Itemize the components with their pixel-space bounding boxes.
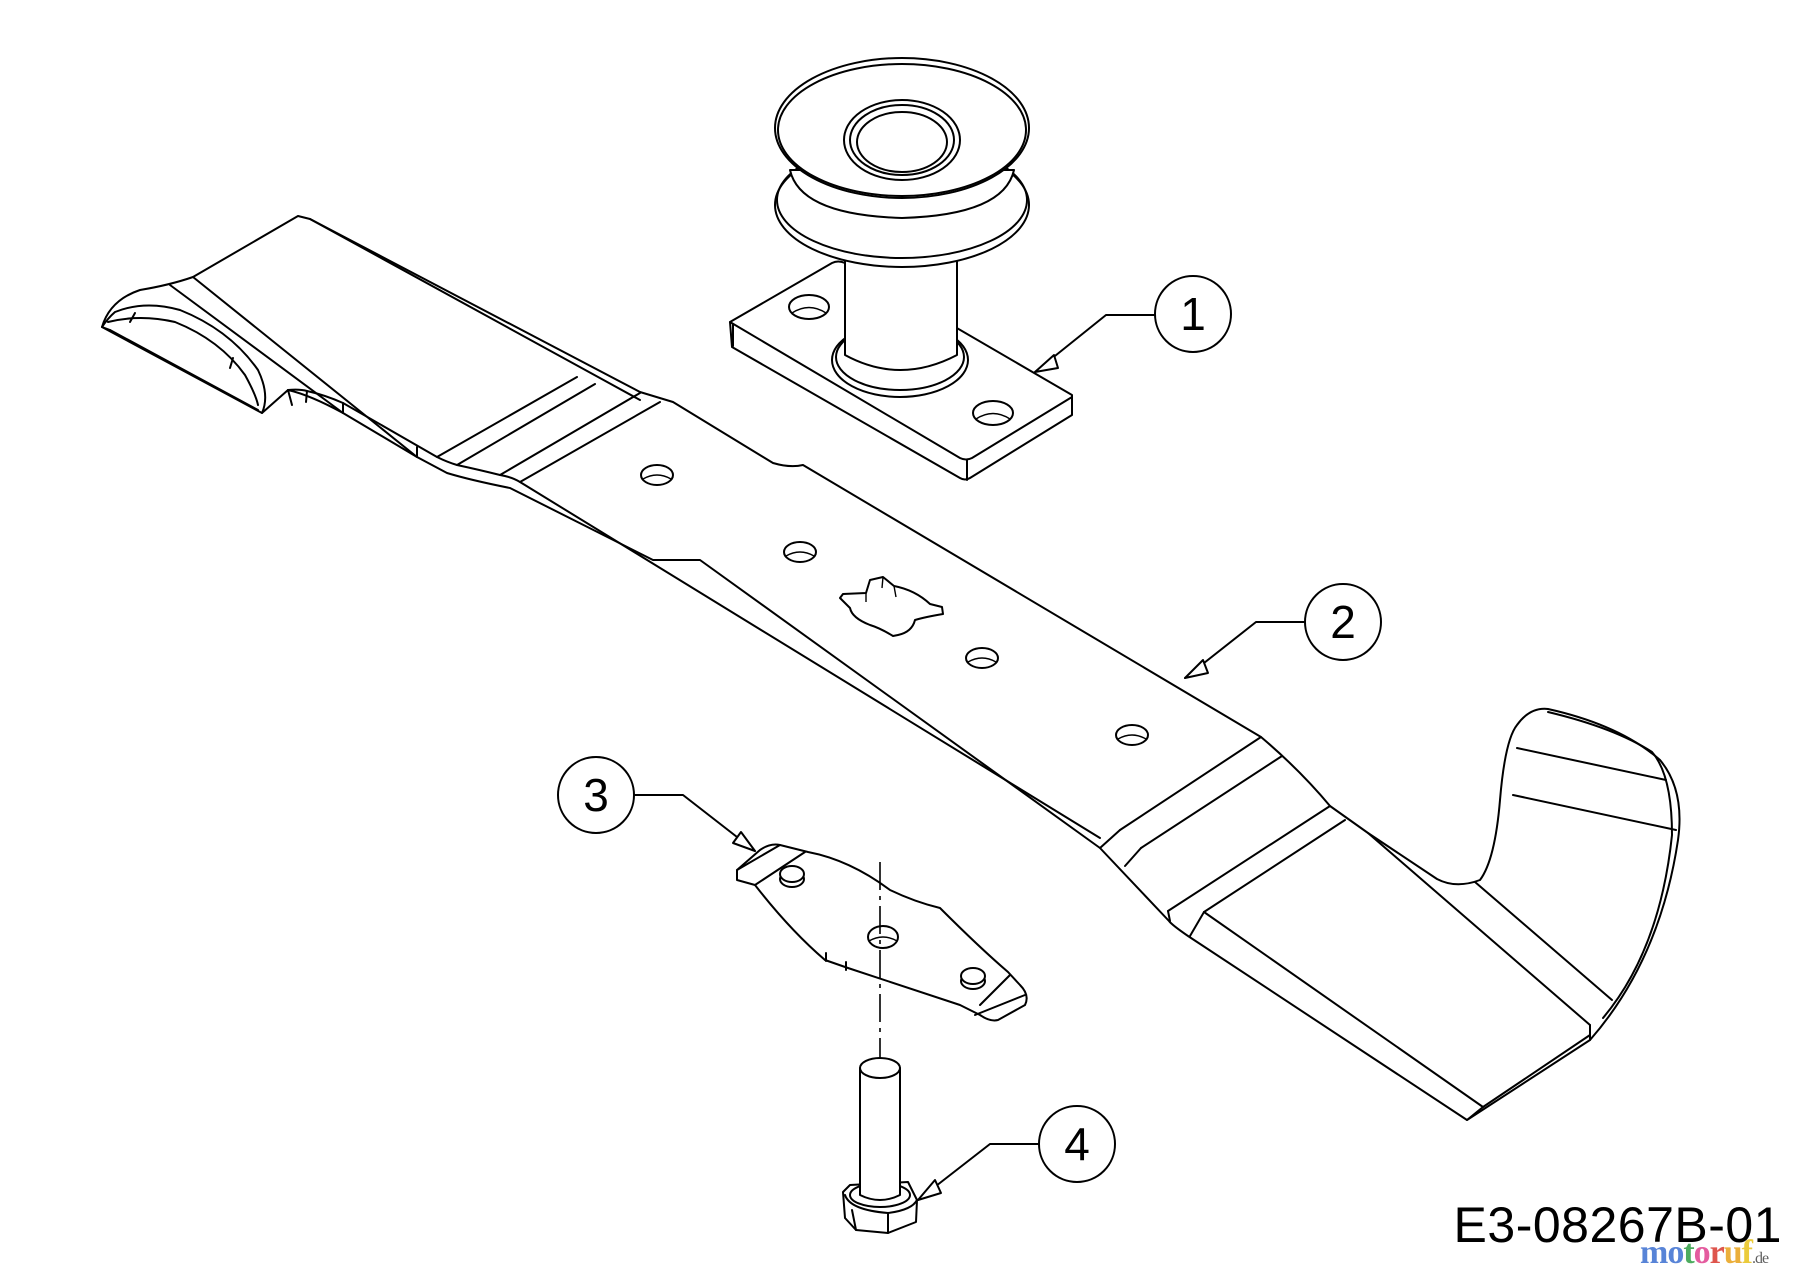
watermark-letter: f	[1741, 1234, 1753, 1271]
blade-hole	[640, 464, 674, 486]
part-blade-adapter	[736, 843, 1028, 1058]
watermark-letter: t	[1683, 1234, 1694, 1271]
blade-star-hole	[839, 576, 944, 637]
callout-3: 3	[557, 756, 756, 852]
blade-hole	[965, 647, 999, 669]
part-mower-blade	[101, 215, 1681, 1121]
callout-number-3: 3	[583, 769, 609, 821]
watermark-letter: r	[1709, 1234, 1725, 1271]
part-pulley	[729, 57, 1073, 481]
callout-4: 4	[917, 1105, 1116, 1201]
watermark-letter: o	[1693, 1234, 1711, 1271]
callout-number-4: 4	[1064, 1118, 1090, 1170]
callout-2: 2	[1184, 583, 1382, 679]
watermark-letter: o	[1667, 1234, 1684, 1271]
blade-hole	[783, 541, 817, 563]
watermark-logo: motoruf.de	[1640, 1234, 1769, 1272]
callout-number-1: 1	[1180, 288, 1206, 340]
blade-hole	[1115, 724, 1149, 746]
watermark-tld: .de	[1752, 1250, 1769, 1267]
watermark-letter: m	[1640, 1234, 1668, 1271]
drawing-code: E3-08267B-01	[1453, 1197, 1782, 1253]
callout-number-2: 2	[1330, 596, 1356, 648]
part-hex-bolt	[842, 1057, 918, 1234]
callout-1: 1	[1034, 275, 1232, 373]
watermark-letter: u	[1723, 1234, 1743, 1271]
